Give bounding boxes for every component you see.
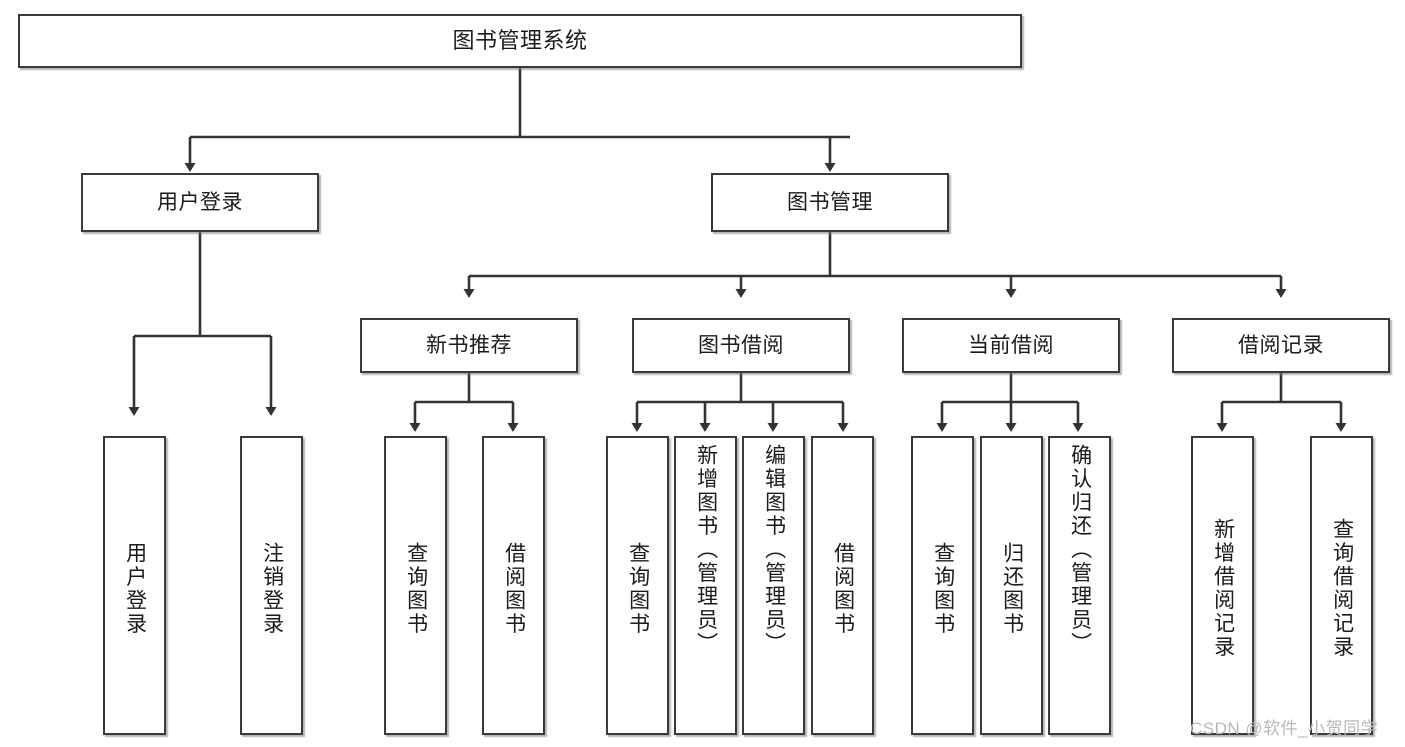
node-current-borrowing[interactable]: 当前借阅 <box>902 318 1120 373</box>
leaf-confirm-return-admin[interactable]: 确认归还（管理员） <box>1048 436 1111 735</box>
node-borrowing-records[interactable]: 借阅记录 <box>1172 318 1390 373</box>
node-label: 新增图书（管理员） <box>694 444 718 656</box>
leaf-add-book-admin[interactable]: 新增图书（管理员） <box>674 436 737 735</box>
node-label: 图书管理 <box>787 190 873 214</box>
leaf-return-books[interactable]: 归还图书 <box>980 436 1043 735</box>
node-label: 用户登录 <box>157 190 243 214</box>
leaf-add-borrowing-record[interactable]: 新增借阅记录 <box>1191 436 1254 735</box>
node-label: 新书推荐 <box>426 333 512 357</box>
leaf-query-books-borrowing[interactable]: 查询图书 <box>606 436 669 735</box>
leaf-borrow-books-recommendation[interactable]: 借阅图书 <box>482 436 545 735</box>
node-label: 借阅记录 <box>1238 333 1324 357</box>
leaf-query-books-current[interactable]: 查询图书 <box>911 436 974 735</box>
node-label: 图书管理系统 <box>452 27 588 53</box>
node-label: 编辑图书（管理员） <box>762 444 786 656</box>
node-label: 用户登录 <box>123 541 147 636</box>
leaf-user-login[interactable]: 用户登录 <box>103 436 166 735</box>
leaf-edit-book-admin[interactable]: 编辑图书（管理员） <box>742 436 805 735</box>
node-book-management[interactable]: 图书管理 <box>711 173 949 232</box>
node-label: 当前借阅 <box>968 333 1054 357</box>
node-label: 查询图书 <box>404 541 428 636</box>
node-label: 查询图书 <box>931 541 955 636</box>
leaf-query-borrowing-record[interactable]: 查询借阅记录 <box>1310 436 1373 735</box>
leaf-borrow-books-borrowing[interactable]: 借阅图书 <box>811 436 874 735</box>
node-root-book-management-system[interactable]: 图书管理系统 <box>18 14 1022 68</box>
leaf-query-books-recommendation[interactable]: 查询图书 <box>384 436 447 735</box>
node-user-login[interactable]: 用户登录 <box>81 173 319 232</box>
node-label: 图书借阅 <box>698 333 784 357</box>
node-label: 查询图书 <box>626 541 650 636</box>
node-label: 注销登录 <box>260 541 284 636</box>
node-new-book-recommendation[interactable]: 新书推荐 <box>360 318 578 373</box>
node-label: 借阅图书 <box>831 541 855 636</box>
node-book-borrowing[interactable]: 图书借阅 <box>632 318 850 373</box>
node-label: 新增借阅记录 <box>1211 518 1235 659</box>
node-label: 归还图书 <box>1000 541 1024 636</box>
node-label: 借阅图书 <box>502 541 526 636</box>
node-label: 查询借阅记录 <box>1330 518 1354 659</box>
leaf-logout[interactable]: 注销登录 <box>240 436 303 735</box>
node-label: 确认归还（管理员） <box>1068 444 1092 656</box>
